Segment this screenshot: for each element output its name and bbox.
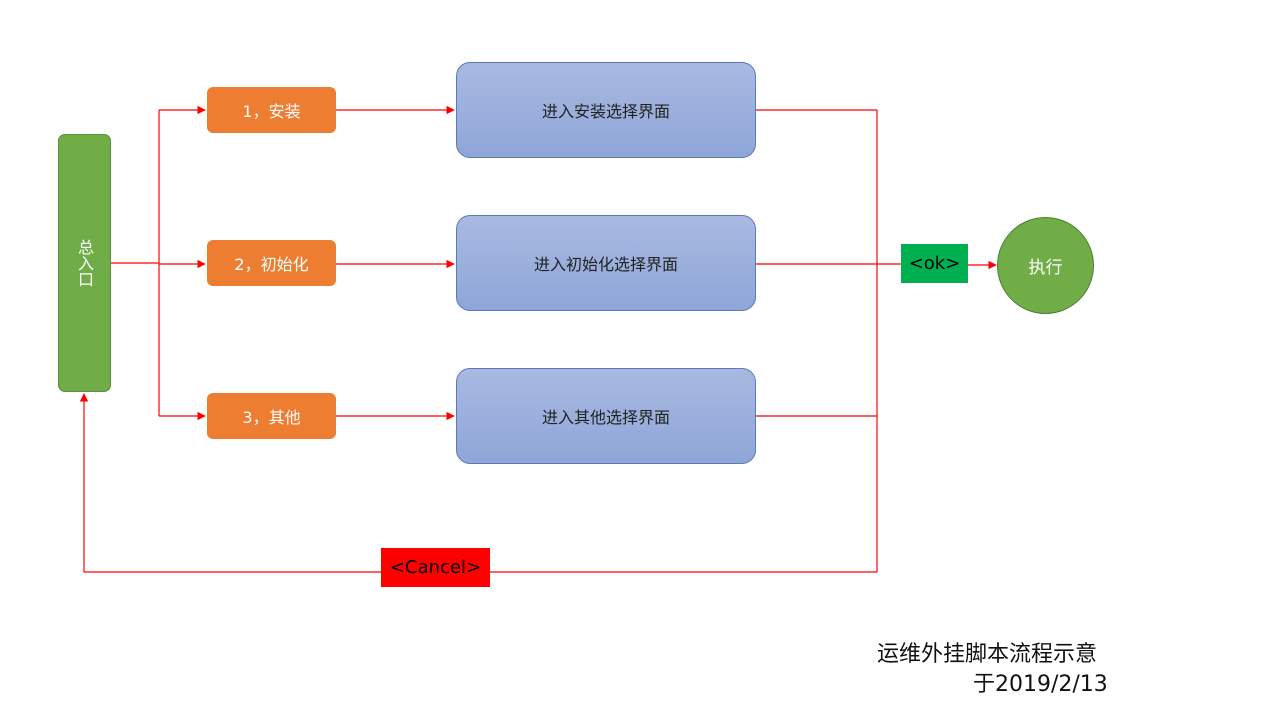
cancel-button[interactable]: <Cancel>	[381, 548, 490, 587]
main-entry-label: 总入口	[75, 239, 94, 287]
caption-title: 运维外挂脚本流程示意	[877, 642, 1098, 667]
execute-node[interactable]: 执行	[997, 217, 1094, 314]
main-entry-box[interactable]: 总入口	[58, 134, 111, 392]
execute-label: 执行	[1028, 258, 1063, 278]
install-screen-label: 进入安装选择界面	[541, 102, 670, 121]
other-screen-label: 进入其他选择界面	[541, 408, 670, 427]
caption-date: 于2019/2/13	[973, 672, 1108, 697]
option-other-box[interactable]: 3，其他	[207, 393, 336, 439]
option-init-label: 2，初始化	[234, 255, 309, 274]
init-screen-label: 进入初始化选择界面	[533, 255, 678, 274]
ok-button-label: <ok>	[908, 253, 961, 274]
other-screen-box[interactable]: 进入其他选择界面	[456, 368, 756, 464]
init-screen-box[interactable]: 进入初始化选择界面	[456, 215, 756, 311]
option-install-box[interactable]: 1，安装	[207, 87, 336, 133]
cancel-button-label: <Cancel>	[389, 557, 482, 578]
option-install-label: 1，安装	[242, 102, 301, 121]
ok-button[interactable]: <ok>	[901, 244, 968, 283]
install-screen-box[interactable]: 进入安装选择界面	[456, 62, 756, 158]
option-other-label: 3，其他	[242, 408, 301, 427]
option-init-box[interactable]: 2，初始化	[207, 240, 336, 286]
